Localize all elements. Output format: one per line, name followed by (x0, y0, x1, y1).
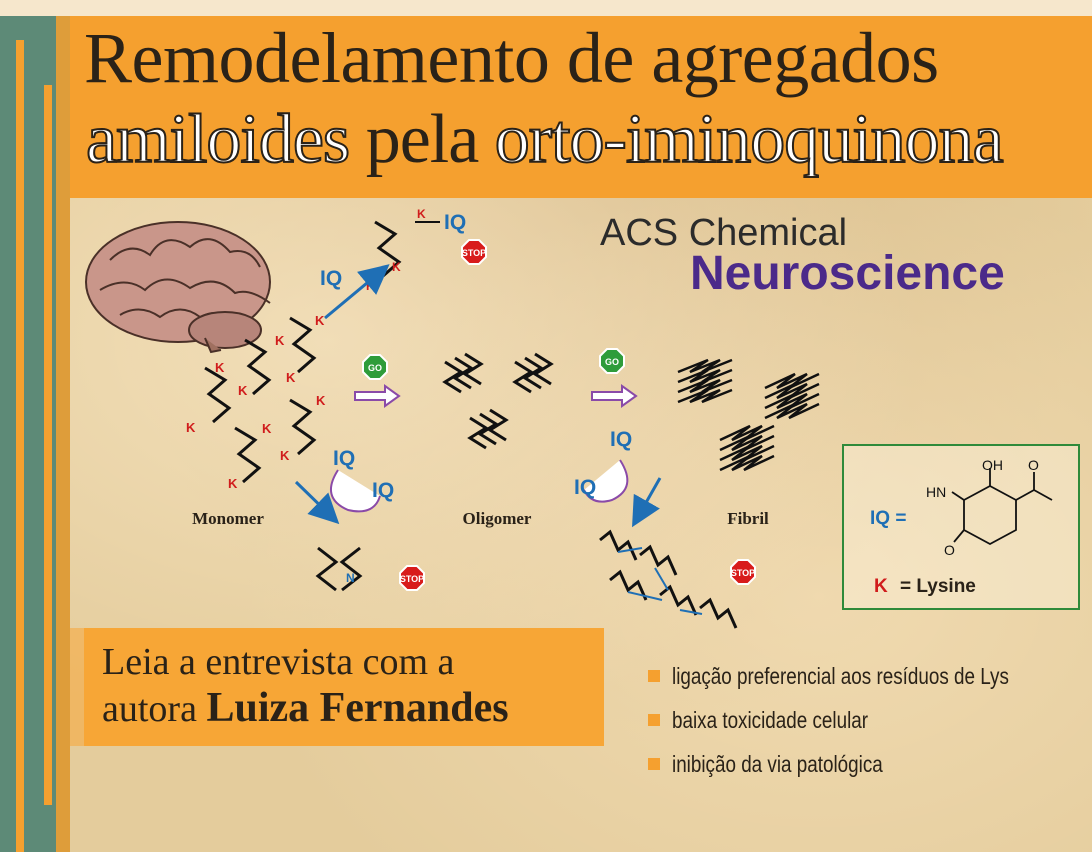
legend-k-eq: = Lysine (900, 576, 976, 597)
svg-text:K: K (262, 421, 272, 436)
curved-arrow-icon (583, 459, 629, 503)
journal-name-line-2: Neuroscience (690, 247, 1005, 300)
svg-text:GO: GO (605, 357, 619, 367)
svg-text:K: K (392, 260, 401, 274)
arrow-right-icon (354, 384, 401, 408)
svg-text:K: K (215, 360, 225, 375)
svg-text:K: K (238, 383, 248, 398)
journal-name-line-1: ACS Chemical (600, 212, 848, 254)
label-oligomer: Oligomer (463, 509, 532, 528)
iq-label-top: IQ (320, 267, 342, 290)
title-word-amiloides: amiloides (85, 100, 351, 179)
svg-text:K: K (315, 313, 325, 328)
arrow-to-adduct (294, 480, 340, 525)
svg-text:K: K (280, 448, 290, 463)
crosslinks (617, 547, 703, 615)
svg-text:STOP: STOP (731, 568, 755, 578)
label-fibril: Fibril (727, 509, 769, 528)
interview-line-2: autora Luiza Fernandes (102, 684, 509, 732)
svg-text:IQ: IQ (444, 211, 466, 234)
svg-text:K: K (275, 333, 285, 348)
highlight-item: ligação preferencial aos resíduos de Lys (648, 654, 1083, 698)
title-line-1: Remodelamento de agregados (84, 18, 939, 98)
title-line-2: amiloides pela orto-iminoquinona (85, 100, 1005, 180)
iq-label: IQ (610, 428, 632, 451)
legend-iq-eq: IQ = (870, 508, 906, 529)
stop-sign-icon: STOP (399, 565, 425, 591)
svg-text:K: K (286, 370, 296, 385)
fibril-shapes (677, 358, 820, 472)
go-sign-icon: GO (362, 354, 388, 380)
legend-k: K (874, 576, 888, 597)
svg-text:STOP: STOP (400, 574, 424, 584)
arrow-to-crosslink (632, 477, 662, 528)
go-sign-icon: GO (599, 348, 625, 374)
title-band (70, 16, 1092, 198)
arrow-right-icon (591, 384, 638, 408)
side-stripe-1 (16, 40, 24, 852)
interview-line-1: Leia a entrevista com a (102, 641, 455, 683)
iq-label: IQ (372, 479, 394, 502)
monomer-k-labels: KK KK KK KK KK (186, 313, 326, 491)
interview-callout[interactable] (84, 628, 604, 746)
legend-oh: OH (982, 457, 1003, 473)
legend-o-bottom: O (944, 542, 955, 558)
side-bar-orange (56, 16, 70, 852)
iminoquinone-structure (951, 468, 1053, 546)
legend-hn: HN (926, 484, 946, 500)
bullet-square-icon (648, 758, 660, 770)
bullet-square-icon (648, 670, 660, 682)
author-name: Luiza Fernandes (206, 685, 509, 731)
svg-text:K: K (417, 207, 426, 221)
crosslinked-network (599, 529, 738, 629)
side-stripe-2 (44, 85, 52, 805)
top-strip (0, 0, 1092, 16)
adduct-chain: N (315, 546, 363, 592)
title-word-iminoquinona: orto-iminoquinona (494, 100, 1005, 179)
iq-label: IQ (333, 447, 355, 470)
highlight-item: inibição da via patológica (648, 742, 1083, 786)
svg-text:STOP: STOP (462, 248, 486, 258)
svg-text:K: K (228, 476, 238, 491)
stop-sign-icon: STOP (730, 559, 756, 585)
svg-text:N: N (346, 571, 355, 585)
iq-bound-chain: K IQ K K (366, 207, 466, 293)
svg-text:GO: GO (368, 363, 382, 373)
highlights-list: ligação preferencial aos resíduos de Lys… (648, 654, 1083, 786)
label-monomer: Monomer (192, 509, 264, 528)
arrow-monomer-to-iq (324, 264, 390, 320)
title-word-pela: pela (349, 101, 495, 178)
bullet-square-icon (648, 714, 660, 726)
legend-o-top: O (1028, 457, 1039, 473)
curved-arrow-icon (329, 469, 381, 513)
stop-sign-icon: STOP (461, 239, 487, 265)
svg-text:K: K (316, 393, 326, 408)
monomer-chains (204, 316, 317, 484)
highlight-item: baixa toxicidade celular (648, 698, 1083, 742)
oligomer-shapes (442, 352, 554, 450)
interview-prefix: autora (102, 688, 207, 730)
brain-icon (85, 221, 271, 354)
iq-label: IQ (574, 476, 596, 499)
svg-text:K: K (186, 420, 196, 435)
iq-legend-box (842, 444, 1080, 610)
